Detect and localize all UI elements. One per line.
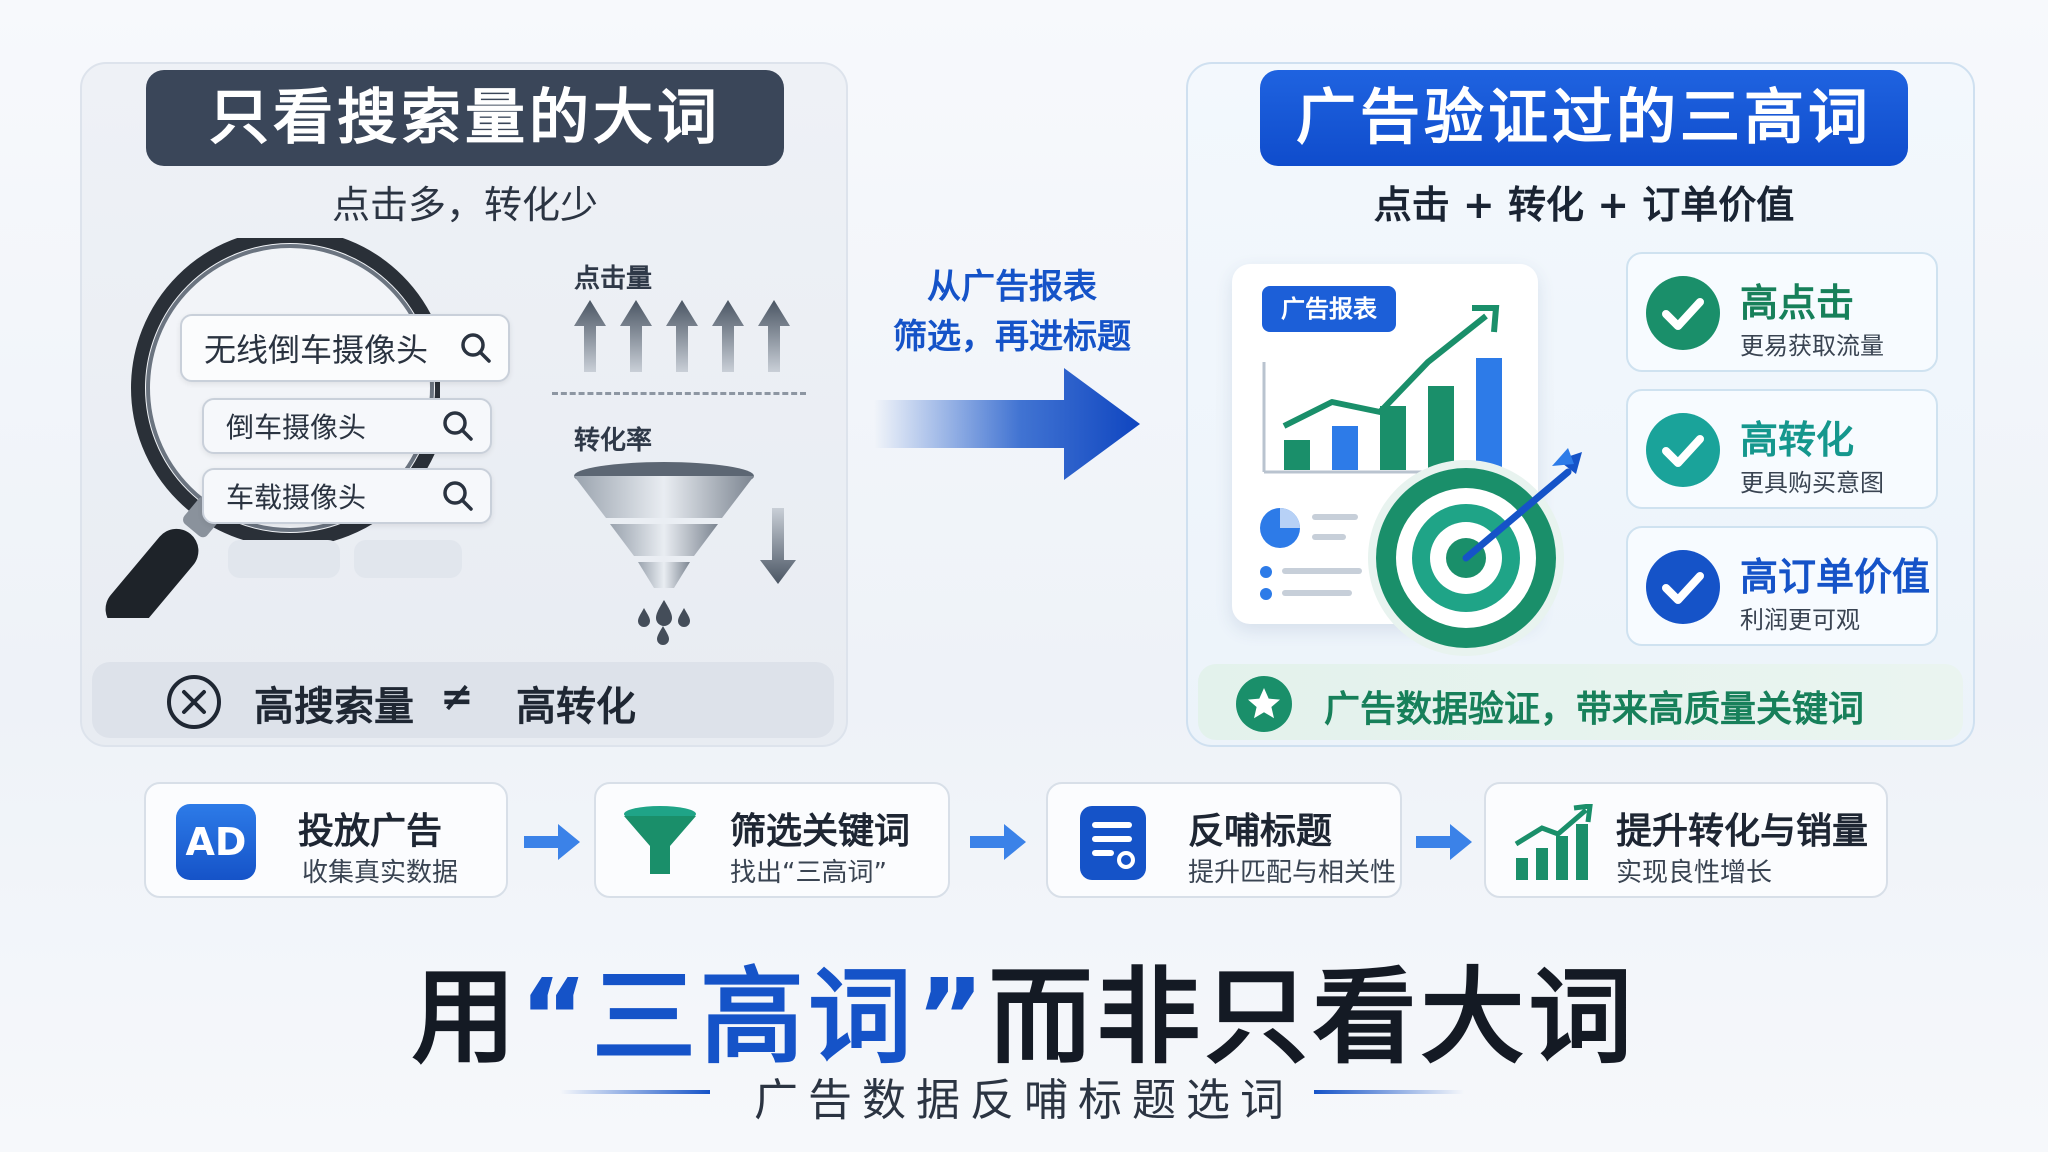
footer-subtitle: 广告数据反哺标题选词	[754, 1075, 1294, 1126]
right-panel-title: 广告验证过的三高词	[1260, 70, 1908, 166]
placeholder-bar	[354, 540, 462, 578]
bar-growth-icon	[1514, 804, 1593, 880]
search-icon	[443, 481, 473, 511]
up-arrows-icon	[574, 300, 790, 372]
footer-line-left	[560, 1090, 710, 1094]
step-arrow-icon	[524, 824, 580, 860]
right-panel-subtitle: 点击 + 转化 + 订单价值	[1373, 183, 1795, 227]
keyword-search-bar: 无线倒车摄像头	[180, 314, 510, 382]
funnel-icon	[624, 806, 696, 874]
step-arrow-icon	[1416, 824, 1472, 860]
benefit-card-high-conversion: 高转化 更具购买意图	[1626, 389, 1938, 509]
step-run-ads: AD 投放广告 收集真实数据	[144, 782, 508, 898]
benefit-card-high-order-value: 高订单价值 利润更可观	[1626, 526, 1938, 646]
divider	[552, 392, 806, 395]
main-headline: 用“三高词”而非只看大词	[411, 956, 1637, 1078]
right-arrow-icon	[874, 368, 1140, 480]
left-panel-subtitle: 点击多，转化少	[331, 183, 598, 227]
check-icon	[1646, 413, 1720, 487]
placeholder-bar	[228, 540, 340, 578]
transition-text: 从广告报表 筛选，再进标题	[893, 267, 1131, 357]
funnel-icon	[574, 462, 796, 645]
clicks-label: 点击量	[574, 264, 653, 294]
check-icon	[1646, 276, 1720, 350]
ad-badge-icon: AD	[176, 804, 256, 880]
growth-chart-icon	[1260, 305, 1506, 600]
check-icon	[1646, 550, 1720, 624]
benefit-card-high-click: 高点击 更易获取流量	[1626, 252, 1938, 372]
conversion-label: 转化率	[574, 426, 653, 456]
search-icon	[443, 411, 473, 441]
keyword-search-bar: 倒车摄像头	[202, 398, 492, 454]
step-filter-keywords: 筛选关键词 找出“三高词”	[594, 782, 950, 898]
target-icon	[1368, 448, 1582, 656]
report-tag: 广告报表	[1262, 286, 1396, 332]
left-panel-title: 只看搜索量的大词	[146, 70, 784, 166]
right-conclusion-bar: 广告数据验证，带来高质量关键词	[1198, 664, 1963, 740]
close-circle-icon	[167, 675, 221, 729]
document-icon	[1080, 806, 1146, 880]
step-arrow-icon	[970, 824, 1026, 860]
star-icon	[1236, 676, 1292, 732]
step-boost-sales: 提升转化与销量 实现良性增长	[1484, 782, 1888, 898]
step-feed-title: 反哺标题 提升匹配与相关性	[1046, 782, 1402, 898]
left-conclusion-bar: 高搜索量 ≠ 高转化	[92, 662, 834, 738]
not-equal-symbol: ≠	[440, 674, 474, 720]
keyword-search-bar: 车载摄像头	[202, 468, 492, 524]
search-icon	[461, 333, 491, 363]
